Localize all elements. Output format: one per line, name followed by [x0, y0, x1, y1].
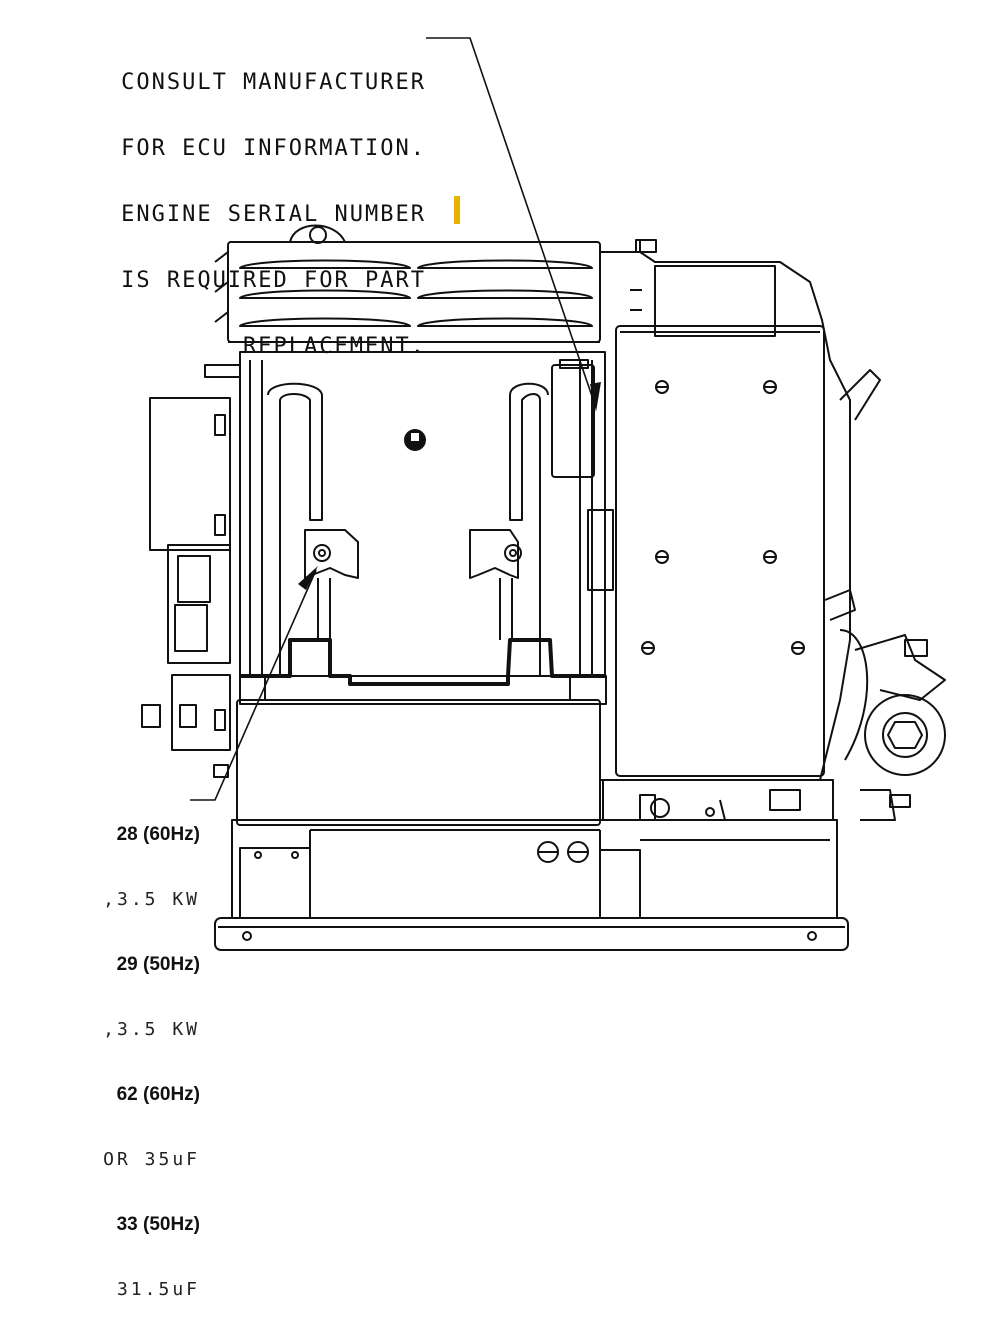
part-number-label: 33 (50Hz) [116, 1214, 200, 1235]
part-description: OR 35uF [103, 1149, 200, 1170]
ecu-note-text: CONSULT MANUFACTURER FOR ECU INFORMATION… [40, 28, 426, 402]
drawing-canvas: CONSULT MANUFACTURER FOR ECU INFORMATION… [40, 28, 946, 1300]
part-number-label: 28 (60Hz) [116, 824, 200, 845]
control-box-panel [615, 325, 825, 777]
base-plate [214, 917, 849, 951]
part-callout-list: 28 (60Hz) ,3.5 KW 29 (50Hz) ,3.5 KW 62 (… [0, 782, 200, 1344]
note-line: ENGINE SERIAL NUMBER [121, 202, 426, 227]
part-description: 31.5uF [116, 1279, 200, 1300]
part-number-label: 62 (60Hz) [116, 1084, 200, 1105]
part-description: ,3.5 KW [103, 1019, 200, 1040]
note-line: REPLACEMENT. [243, 334, 426, 359]
highlight-marker [454, 196, 460, 224]
part-description: ,3.5 KW [103, 889, 200, 910]
note-line: IS REQUIRED FOR PART [121, 268, 426, 293]
part-number-label: 29 (50Hz) [116, 954, 200, 975]
note-line: CONSULT MANUFACTURER [121, 70, 426, 95]
note-line: FOR ECU INFORMATION. [121, 136, 426, 161]
generator-line-drawing [141, 37, 946, 951]
